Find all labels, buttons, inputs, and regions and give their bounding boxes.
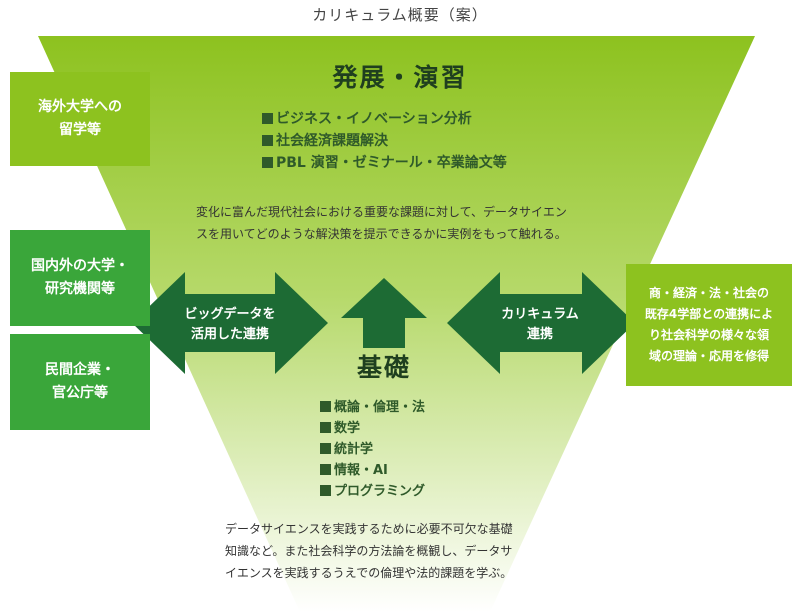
bottom-section-bullets: 概論・倫理・法 数学 統計学 情報・AI プログラミング (320, 397, 425, 502)
bullet-square-icon (262, 135, 273, 146)
bullet-item: 情報・AI (320, 460, 425, 481)
faculty-collaboration-box: 商・経済・法・社会の 既存4学部との連携によ り社会科学の様々な領 域の理論・応… (626, 264, 792, 386)
bullet-square-icon (320, 443, 331, 454)
page-title: カリキュラム概要（案） (312, 6, 488, 24)
bullet-square-icon (320, 485, 331, 496)
top-section-heading: 発展・演習 (332, 63, 468, 92)
bullet-item: 統計学 (320, 439, 425, 460)
bullet-item: プログラミング (320, 481, 425, 502)
bullet-square-icon (262, 157, 273, 168)
top-section-description: 変化に富んだ現代社会における重要な課題に対して、データサイエン スを用いてどのよ… (196, 205, 567, 241)
bullet-item: 数学 (320, 418, 425, 439)
left-double-arrow (132, 272, 328, 374)
up-arrow (341, 278, 427, 348)
overseas-university-box: 海外大学への 留学等 (10, 72, 150, 166)
curriculum-collaboration-label: カリキュラム 連携 (501, 307, 579, 342)
right-double-arrow (447, 272, 635, 374)
bullet-square-icon (262, 113, 273, 124)
bottom-section-heading: 基礎 (356, 353, 411, 382)
top-section-bullets: ビジネス・イノベーション分析 社会経済課題解決 PBL 演習・ゼミナール・卒業論… (262, 108, 507, 174)
bullet-square-icon (320, 464, 331, 475)
big-data-collaboration-label: ビッグデータを 活用した連携 (184, 307, 276, 342)
bullet-item: 社会経済課題解決 (262, 130, 507, 152)
bullet-item: 概論・倫理・法 (320, 397, 425, 418)
bullet-item: ビジネス・イノベーション分析 (262, 108, 507, 130)
bullet-square-icon (320, 401, 331, 412)
bullet-item: PBL 演習・ゼミナール・卒業論文等 (262, 152, 507, 174)
bottom-section-description: データサイエンスを実践するために必要不可欠な基礎 知識など。また社会科学の方法論… (225, 522, 513, 580)
bullet-square-icon (320, 422, 331, 433)
domestic-institutions-box: 国内外の大学・ 研究機関等 (10, 230, 150, 326)
private-public-sector-box: 民間企業・ 官公庁等 (10, 334, 150, 430)
